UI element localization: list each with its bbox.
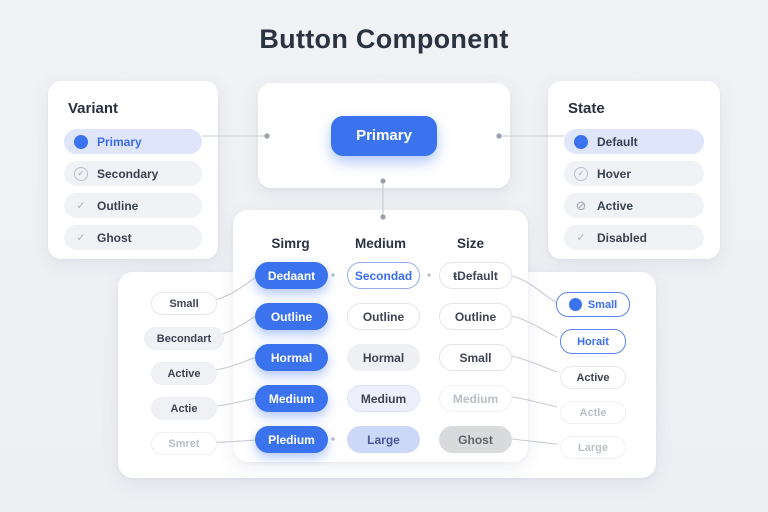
left-pill[interactable]: Becondart xyxy=(143,327,225,350)
state-option-label: Hover xyxy=(597,166,632,181)
left-size-list: Small Becondart Active Actie Smret xyxy=(139,292,229,455)
matrix-button[interactable]: ŧDefault xyxy=(439,262,512,289)
state-option-label: Disabled xyxy=(597,230,648,245)
variant-option-primary[interactable]: Primary xyxy=(64,129,202,154)
variant-panel-heading: Variant xyxy=(68,100,119,117)
state-option-hover[interactable]: ✓ Hover xyxy=(564,161,704,186)
state-option-active[interactable]: ⊘ Active xyxy=(564,193,704,218)
slash-circle-icon: ⊘ xyxy=(575,198,587,213)
primary-preview-button[interactable]: Primary xyxy=(331,115,437,156)
check-icon: ✓ xyxy=(76,232,86,244)
state-option-disabled[interactable]: ✓ Disabled xyxy=(564,225,704,250)
state-panel-heading: State xyxy=(568,100,605,117)
matrix-button[interactable]: Outline xyxy=(255,303,328,330)
variant-option-ghost[interactable]: ✓ Ghost xyxy=(64,225,202,250)
left-pill[interactable]: Smret xyxy=(151,432,217,455)
selected-dot-icon xyxy=(568,298,582,311)
left-pill[interactable]: Active xyxy=(151,362,217,385)
variant-option-outline[interactable]: ✓ Outline xyxy=(64,193,202,218)
variant-option-label: Outline xyxy=(97,198,139,213)
matrix-button[interactable]: Medium xyxy=(439,385,512,412)
matrix-panel: Simrg Medium Size Dedaant Secondad ŧDefa… xyxy=(233,210,528,462)
matrix-button[interactable]: Outline xyxy=(439,303,512,330)
matrix-button[interactable]: Dedaant xyxy=(255,262,328,289)
state-option-default[interactable]: Default xyxy=(564,129,704,154)
right-pill[interactable]: Horait xyxy=(560,329,626,354)
selected-dot-icon xyxy=(74,134,88,149)
check-icon: ✓ xyxy=(576,232,586,244)
matrix-button[interactable]: Hormal xyxy=(347,344,420,371)
matrix-column-header: Simrg xyxy=(271,236,310,251)
variant-option-secondary[interactable]: ✓ Secondary xyxy=(64,161,202,186)
left-pill[interactable]: Actie xyxy=(151,397,217,420)
matrix-button[interactable]: Outline xyxy=(347,303,420,330)
variant-option-label: Primary xyxy=(97,134,142,149)
matrix-button[interactable]: Hormal xyxy=(255,344,328,371)
variant-panel: Variant Primary ✓ Secondary ✓ Outline ✓ … xyxy=(48,81,218,259)
right-pill[interactable]: Active xyxy=(560,366,626,389)
right-pill[interactable]: Small xyxy=(555,292,631,317)
preview-card: Primary xyxy=(258,83,510,188)
selected-dot-icon xyxy=(574,134,588,149)
matrix-button[interactable]: Ghost xyxy=(439,426,512,453)
check-icon: ✓ xyxy=(76,200,86,212)
matrix-button[interactable]: Pledium xyxy=(255,426,328,453)
matrix-button-grid: Dedaant Secondad ŧDefault Outline Outlin… xyxy=(255,262,512,453)
left-pill[interactable]: Small xyxy=(151,292,217,315)
matrix-button[interactable]: Small xyxy=(439,344,512,371)
matrix-button[interactable]: Large xyxy=(347,426,420,453)
right-size-list: Small Horait Active Actle Large xyxy=(555,292,631,459)
variant-option-label: Secondary xyxy=(97,166,159,181)
right-pill[interactable]: Actle xyxy=(560,401,626,424)
matrix-button[interactable]: Medium xyxy=(255,385,328,412)
check-circle-icon: ✓ xyxy=(574,166,588,181)
right-pill[interactable]: Large xyxy=(560,436,626,459)
state-panel: State Default ✓ Hover ⊘ Active ✓ Disable… xyxy=(548,81,720,259)
page-title: Button Component xyxy=(259,24,509,54)
state-option-label: Default xyxy=(597,134,638,149)
matrix-column-header: Medium xyxy=(354,236,406,251)
variant-option-label: Ghost xyxy=(97,230,132,245)
matrix-button[interactable]: Secondad xyxy=(347,262,420,289)
matrix-column-headers: Simrg Medium Size xyxy=(255,236,506,251)
check-circle-icon: ✓ xyxy=(74,166,88,181)
right-pill-label: Small xyxy=(587,298,618,311)
matrix-button[interactable]: Medium xyxy=(347,385,420,412)
matrix-column-header: Size xyxy=(456,236,484,251)
state-option-label: Active xyxy=(597,198,634,213)
